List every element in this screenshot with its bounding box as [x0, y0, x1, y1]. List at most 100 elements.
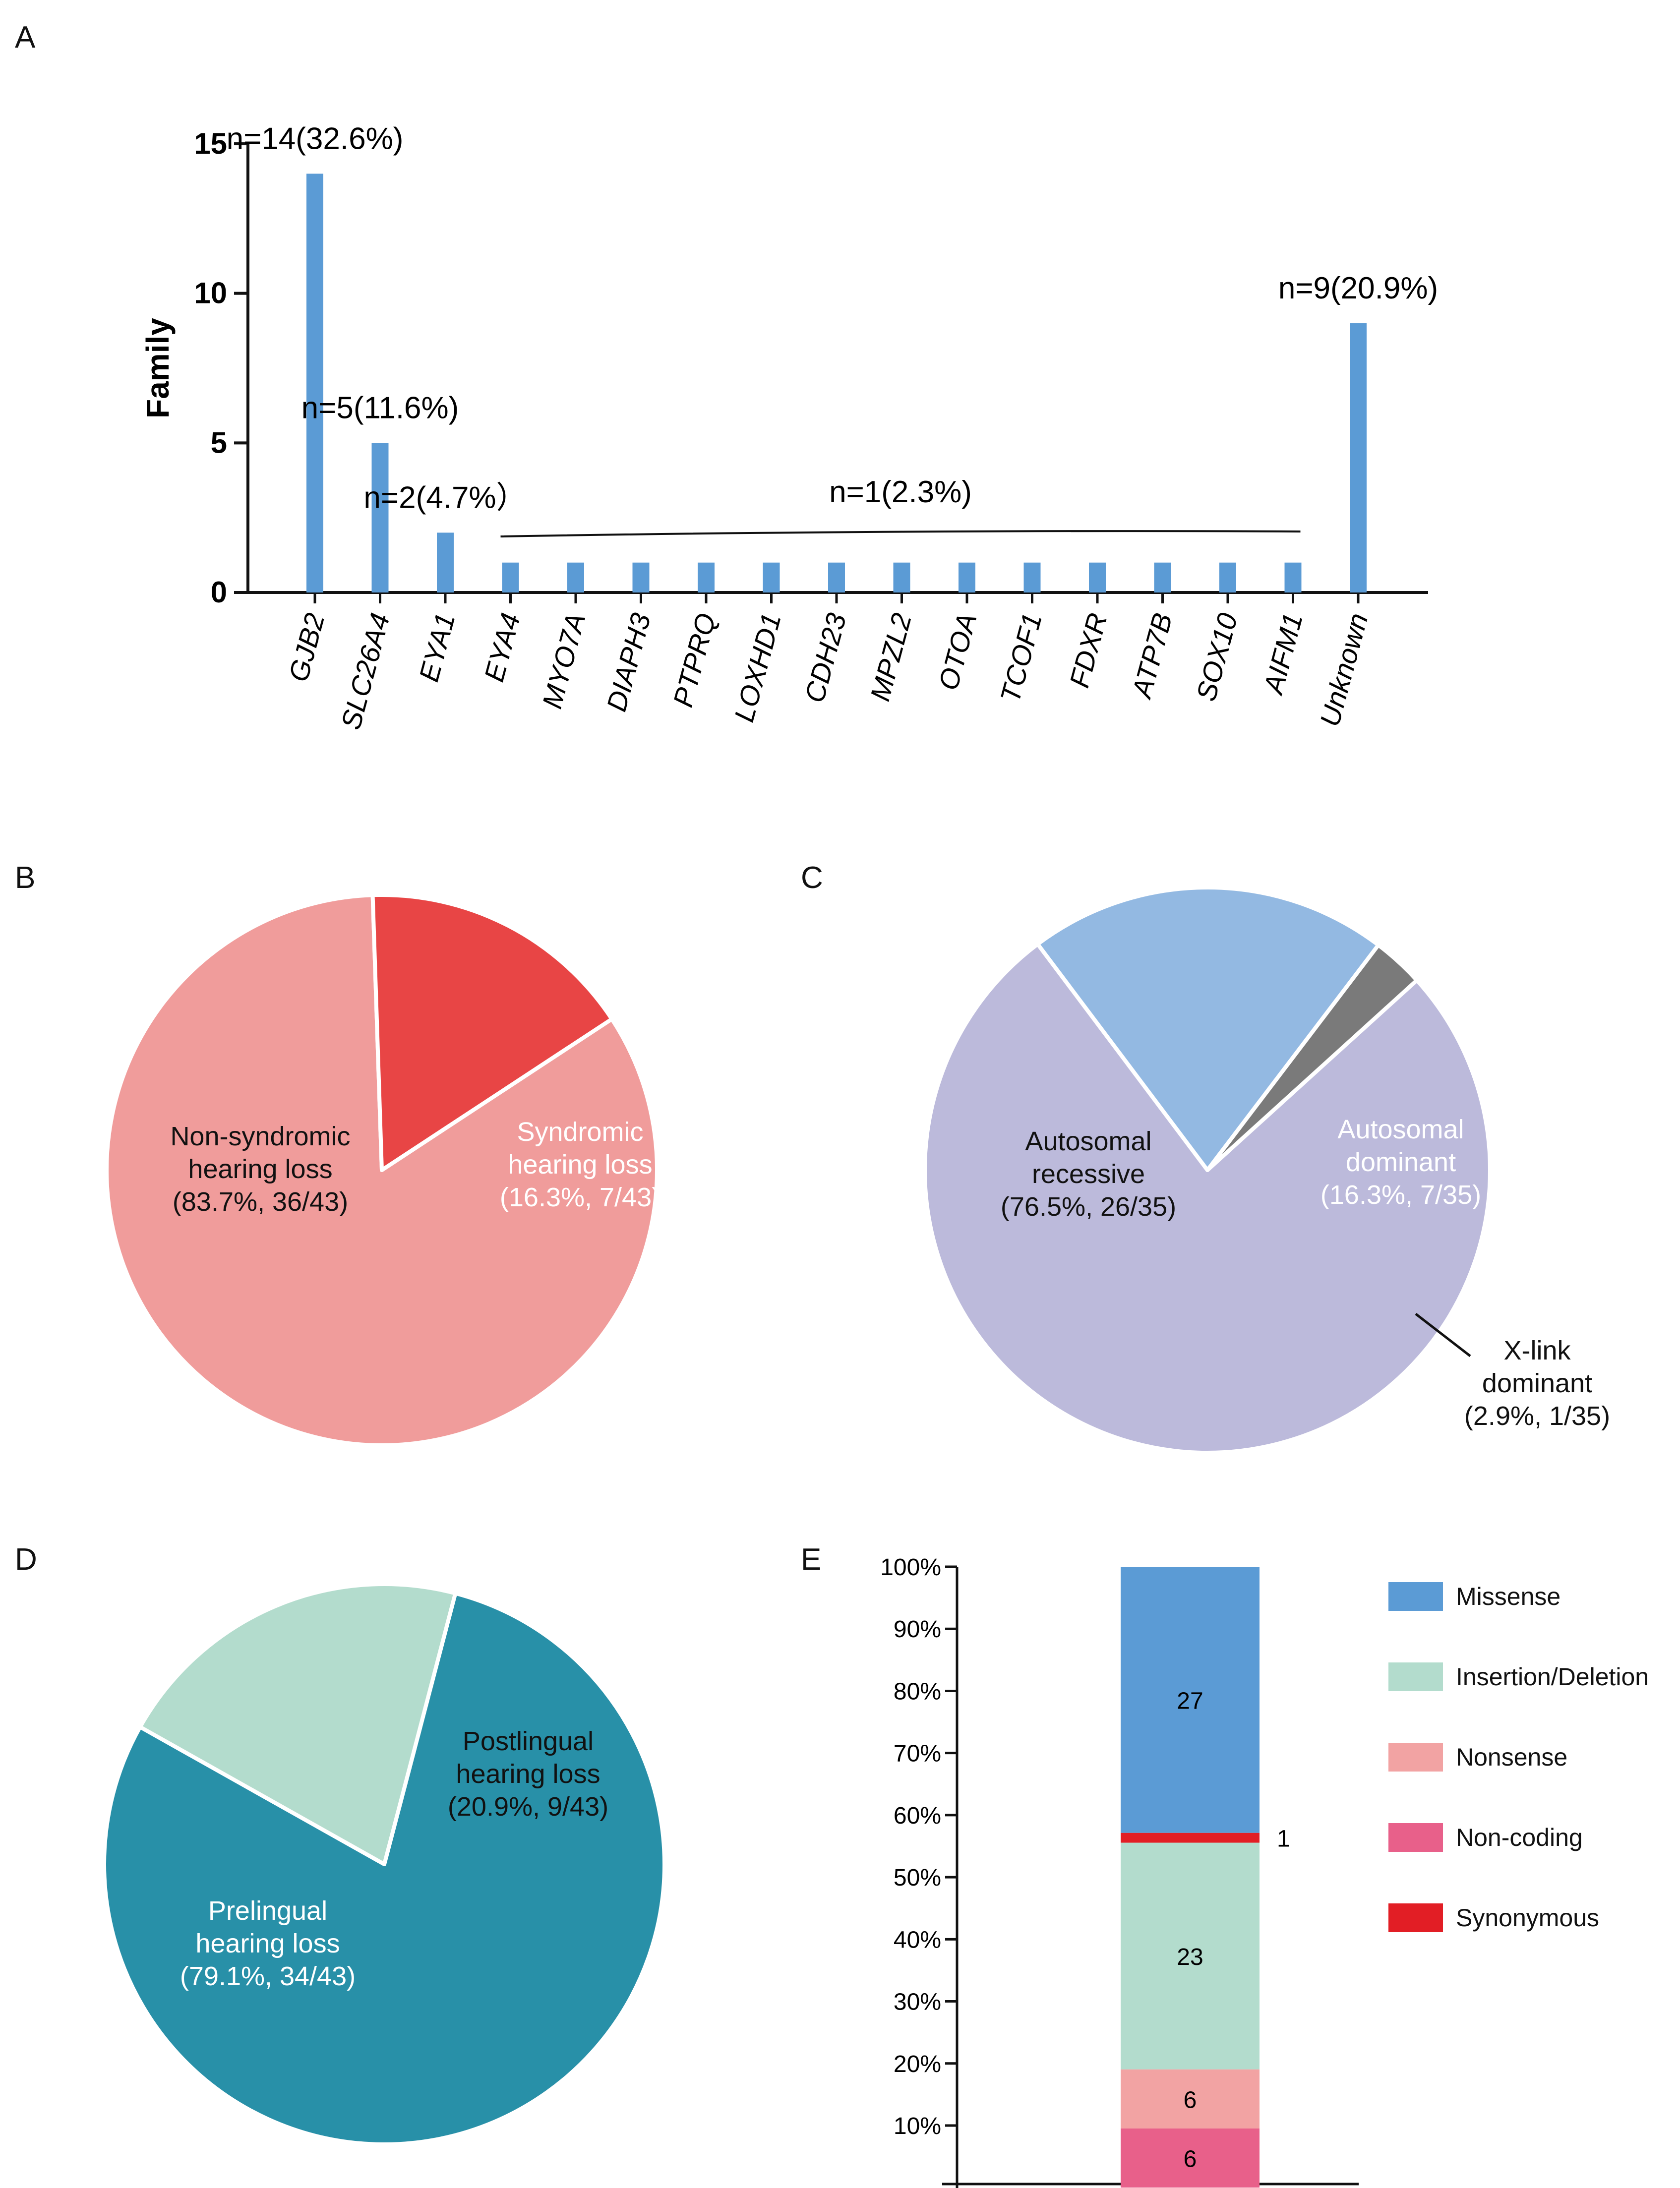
stacked-bar-segment [1121, 1833, 1260, 1843]
pie-slice-label: Syndromic [517, 1117, 643, 1147]
segment-label: 6 [1184, 2146, 1197, 2173]
bar-annotation: n=1(2.3%) [829, 475, 972, 509]
pie-slice-label: (83.7%, 36/43) [173, 1187, 348, 1217]
y-tick-label: 30% [894, 1989, 941, 2015]
pie-slice-label: (2.9%, 1/35) [1464, 1401, 1610, 1431]
pie-slice-label: Autosomal [1337, 1115, 1464, 1144]
pie-slice-label: hearing loss [195, 1929, 340, 1958]
bar [1154, 562, 1171, 592]
pie-slice [1205, 943, 1419, 1172]
bar [567, 562, 584, 592]
stacked-bar-segment [1121, 1567, 1260, 1833]
legend-swatch [1388, 1662, 1443, 1691]
pie-slice-label: Non-syndromic [170, 1122, 350, 1151]
x-tick-label: ATP7B [1126, 610, 1178, 703]
y-tick-label: 0 [211, 576, 227, 609]
stacked-bar-segment [1121, 1842, 1260, 2070]
y-tick-label: 15 [194, 127, 227, 160]
legend-swatch [1388, 1823, 1443, 1852]
pie-slice-label: X-link [1503, 1336, 1571, 1365]
panel-letter-b: B [15, 861, 36, 895]
y-tick-label: 40% [894, 1927, 941, 1953]
legend-swatch [1388, 1743, 1443, 1772]
pie-slice-label: recessive [1032, 1159, 1145, 1189]
bar-annotation: n=2(4.7%） [363, 480, 527, 515]
x-tick-label: MPZL2 [864, 610, 918, 705]
pie-slice-label: hearing loss [188, 1154, 332, 1184]
y-tick-label: 10 [194, 277, 227, 310]
bar [502, 562, 519, 592]
bar [893, 562, 910, 592]
pie-slice-label: (76.5%, 26/35) [1001, 1192, 1176, 1222]
bar [1219, 562, 1236, 592]
panel-letter-e: E [801, 1542, 822, 1577]
bar [1350, 323, 1367, 592]
x-tick-label: EYA4 [478, 610, 526, 685]
pie-slice [102, 1591, 666, 2146]
x-tick-label: MYO7A [536, 610, 592, 712]
bracket-line [500, 530, 1301, 537]
legend-label: Missense [1456, 1583, 1561, 1610]
legend-label: Insertion/Deletion [1456, 1663, 1649, 1691]
y-tick-label: 60% [894, 1803, 941, 1829]
y-tick-label: 10% [894, 2113, 941, 2139]
legend-item: Insertion/Deletion [1388, 1662, 1649, 1692]
panel-letter-c: C [801, 861, 823, 895]
pie-slice [1035, 886, 1380, 1172]
bar [1023, 562, 1041, 592]
pie-slice-label: (16.3%, 7/35) [1320, 1180, 1481, 1210]
y-axis-label: Family [140, 318, 176, 418]
bar [1284, 562, 1302, 592]
stacked-bar-segment [1121, 2128, 1260, 2188]
x-tick-label: SOX10 [1190, 610, 1244, 705]
y-tick-label: 70% [894, 1741, 941, 1767]
x-tick-label: EYA1 [413, 610, 461, 685]
stacked-bar-segment [1121, 2069, 1260, 2129]
pie-slice-label: Autosomal [1025, 1126, 1151, 1156]
bar-annotation: n=14(32.6%) [227, 121, 404, 156]
segment-label: 1 [1277, 1826, 1290, 1852]
y-tick-label: 20% [894, 2051, 941, 2077]
bar [828, 562, 845, 592]
panel-letter-a: A [15, 20, 36, 55]
legend-label: Synonymous [1456, 1904, 1600, 1932]
x-tick-label: AIFM1 [1257, 610, 1309, 699]
bar [698, 562, 715, 592]
x-tick-label: OTOA [932, 610, 983, 694]
legend-item: Synonymous [1388, 1903, 1599, 1933]
legend-swatch [1388, 1903, 1443, 1932]
legend-label: Non-coding [1456, 1824, 1583, 1851]
y-tick-label: 100% [880, 1554, 941, 1581]
x-tick-label: Unknown [1314, 610, 1374, 730]
segment-label: 27 [1177, 1688, 1203, 1714]
segment-label: 6 [1184, 2087, 1197, 2113]
x-tick-label: LOXHD1 [728, 610, 787, 725]
pie-slice-label: dominant [1482, 1368, 1592, 1398]
legend-item: Missense [1388, 1582, 1560, 1611]
x-tick-label: PTPRQ [667, 610, 722, 710]
bar [959, 562, 975, 592]
x-tick-label: DIAPH3 [600, 610, 657, 715]
legend-label: Nonsense [1456, 1743, 1568, 1771]
pie-slice-label: (79.1%, 34/43) [180, 1961, 356, 1991]
pie-slice-label: dominant [1346, 1147, 1456, 1177]
legend-swatch [1388, 1582, 1443, 1611]
panel-letter-d: D [15, 1542, 37, 1577]
pie-slice [138, 1582, 458, 1866]
bar [1089, 562, 1106, 592]
y-tick-label: 80% [894, 1678, 941, 1705]
syndromic-pie-chart: Non-syndromic hearing loss(83.7%, 36/43) S… [105, 893, 660, 1447]
x-tick-label: FDXR [1063, 610, 1113, 691]
legend-item: Non-coding [1388, 1823, 1583, 1852]
pie-slice-label: Prelingual [208, 1896, 327, 1926]
pie-slice [923, 942, 1492, 1455]
x-tick-label: TCOF1 [994, 610, 1048, 706]
leader-line [1415, 1313, 1471, 1357]
segment-label: 23 [1177, 1944, 1203, 1970]
bar [371, 443, 389, 592]
bar-annotation: n=5(11.6%) [301, 391, 459, 425]
